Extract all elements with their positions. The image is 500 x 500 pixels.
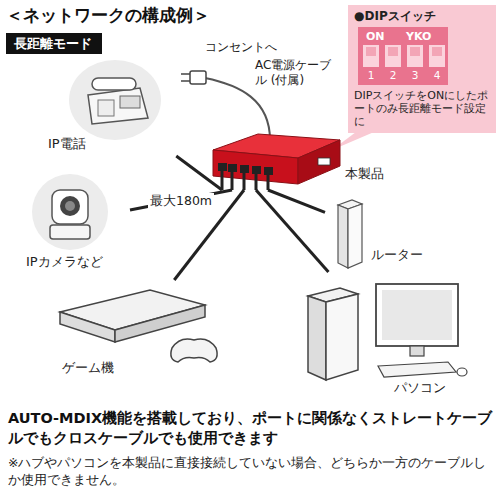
node-label: パソコン bbox=[394, 380, 446, 396]
lan-cable bbox=[256, 190, 328, 272]
node-label: YKO bbox=[406, 30, 431, 43]
dip-callout bbox=[410, 47, 420, 56]
switch-hub bbox=[218, 163, 227, 171]
router bbox=[348, 204, 362, 268]
ip-camera bbox=[32, 174, 108, 250]
dip-callout bbox=[407, 45, 423, 67]
node-label: DIPスイッチをONにしたポートのみ長距離モード設定に bbox=[354, 89, 490, 128]
node-label: 本製品 bbox=[345, 166, 384, 182]
note-label: AC電源ケーブル (付属) bbox=[255, 58, 341, 88]
dip-callout bbox=[332, 5, 496, 150]
router-node: ルーター bbox=[325, 195, 430, 271]
pc-node: パソコン bbox=[300, 272, 470, 400]
power-cable bbox=[205, 78, 270, 140]
personal-computer bbox=[376, 284, 458, 346]
switch-hub bbox=[318, 158, 330, 165]
ip-phone bbox=[69, 60, 161, 140]
node-label: ゲーム機 bbox=[62, 360, 114, 376]
switch-hub bbox=[228, 164, 237, 172]
node-label: ON bbox=[366, 30, 385, 43]
game-console-node: ゲーム機 bbox=[48, 280, 223, 380]
lan-cable bbox=[176, 156, 222, 190]
switch-hub bbox=[231, 172, 234, 190]
game-console bbox=[115, 305, 205, 342]
node-label: 2 bbox=[385, 69, 401, 82]
personal-computer bbox=[308, 296, 326, 380]
dip-callout bbox=[348, 5, 496, 133]
power-cable bbox=[181, 73, 190, 75]
ip-phone bbox=[98, 100, 114, 116]
power-cable bbox=[181, 80, 190, 82]
personal-computer bbox=[382, 290, 452, 340]
lan-cable bbox=[268, 190, 325, 212]
switch-hub bbox=[267, 175, 270, 190]
caption-text: AUTO-MDIX機能を搭載しており、ポートに関係なくストレートケーブルでもクロ… bbox=[8, 408, 494, 448]
node-label: IP電話 bbox=[48, 136, 86, 152]
dip-callout bbox=[358, 27, 448, 85]
dip-callout bbox=[366, 47, 376, 56]
switch-hub bbox=[298, 140, 340, 184]
dip-callout bbox=[388, 47, 398, 56]
node-label: ルーター bbox=[371, 247, 423, 263]
node-label: 4 bbox=[429, 69, 445, 82]
switch-hub bbox=[243, 173, 246, 190]
switch-hub bbox=[252, 166, 261, 174]
dip-callout bbox=[363, 45, 379, 67]
node-label: 1 bbox=[363, 69, 379, 82]
ip-phone bbox=[69, 60, 161, 140]
node-label: 長距離モード bbox=[14, 36, 92, 51]
ip-phone bbox=[88, 88, 148, 124]
personal-computer bbox=[308, 284, 467, 380]
personal-computer bbox=[378, 362, 456, 377]
ip-camera bbox=[50, 225, 90, 239]
ip-phone-node: IP電話 bbox=[40, 56, 178, 156]
switch-hub bbox=[255, 174, 258, 190]
game-console bbox=[60, 312, 115, 342]
switch-hub bbox=[240, 165, 249, 173]
personal-computer bbox=[326, 294, 358, 380]
dip-callout bbox=[385, 45, 401, 67]
edge-label: 最大180m bbox=[148, 193, 214, 208]
switch-hub bbox=[264, 167, 273, 175]
ip-camera bbox=[60, 196, 80, 216]
mode-tab: 長距離モード bbox=[6, 33, 102, 54]
ip-camera bbox=[52, 190, 88, 224]
dip-callout-box: ●DIPスイッチ ON YKO 1234DIPスイッチをONにしたポートのみ長距離モー… bbox=[348, 5, 496, 133]
ip-camera bbox=[65, 201, 75, 211]
ip-camera bbox=[32, 174, 108, 250]
personal-computer bbox=[410, 346, 424, 356]
game-console bbox=[60, 290, 217, 362]
power-cable bbox=[190, 71, 206, 84]
router bbox=[338, 205, 348, 268]
diagram-title: ＜ネットワークの構成例＞ bbox=[6, 5, 210, 25]
note-label: コンセントへ bbox=[205, 40, 277, 54]
switch-node: 本製品 bbox=[205, 128, 388, 190]
dip-callout bbox=[432, 47, 442, 56]
ip-phone bbox=[120, 96, 140, 108]
lan-cable bbox=[130, 190, 232, 210]
ip-phone bbox=[92, 78, 136, 90]
router bbox=[338, 200, 362, 268]
dip-callout bbox=[429, 45, 445, 67]
node-label: ●DIPスイッチ bbox=[354, 9, 436, 23]
note-label: ※ハブやパソコンを本製品に直接接続していない場合、どちらか一方のケーブルしか使用… bbox=[8, 454, 494, 488]
node-label: IPカメラなど bbox=[26, 254, 103, 270]
personal-computer bbox=[457, 368, 467, 376]
ip-camera-node: IPカメラなど bbox=[18, 168, 130, 274]
game-console bbox=[171, 339, 217, 362]
node-label: 3 bbox=[407, 69, 423, 82]
switch-hub bbox=[213, 134, 340, 190]
switch-hub bbox=[221, 171, 224, 190]
